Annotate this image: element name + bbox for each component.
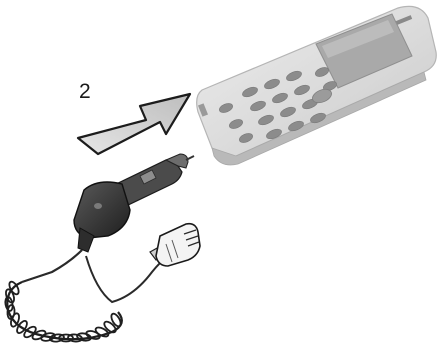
mobile-phone bbox=[197, 6, 437, 165]
connector-head bbox=[156, 224, 200, 266]
insert-arrow bbox=[78, 94, 190, 154]
coil-turns bbox=[4, 280, 122, 342]
phone-connector bbox=[150, 224, 200, 266]
insert-arrow-shape bbox=[78, 94, 190, 154]
step-number-label: 2 bbox=[79, 80, 91, 104]
charger-cable bbox=[22, 250, 170, 302]
charger-indicator bbox=[94, 203, 102, 209]
coiled-cable bbox=[4, 280, 122, 342]
phone-body bbox=[197, 6, 437, 157]
cable-lead bbox=[22, 250, 82, 282]
